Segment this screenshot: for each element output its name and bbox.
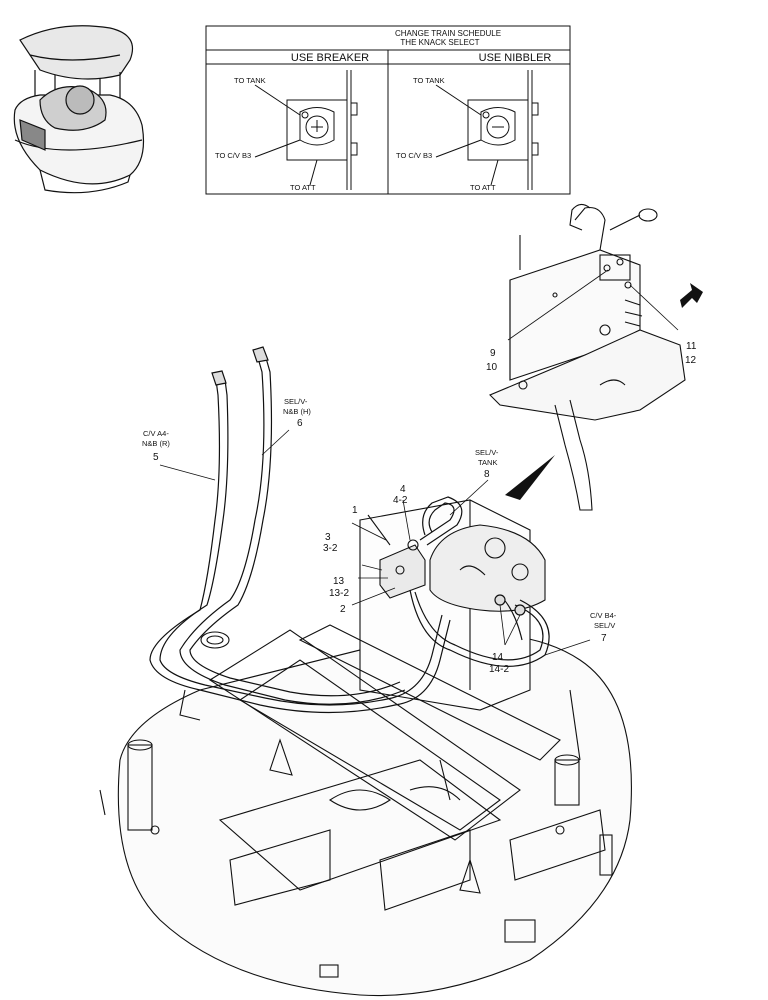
right-to-att: TO ATT: [470, 183, 496, 192]
use-nibbler-header: USE NIBBLER: [479, 52, 552, 64]
callout-5: 5: [153, 452, 159, 463]
hose-7-text1: C/V B4-: [590, 611, 617, 620]
breaker-valve-drawing: [254, 70, 358, 190]
callout-3-2: 3-2: [323, 543, 338, 554]
hose-7-text2: SEL/V: [594, 621, 615, 630]
upper-frame: [99, 499, 632, 997]
pump-assembly: [429, 524, 546, 612]
hoses-7-8: [409, 496, 550, 667]
hose-6-text2: N&B (H): [283, 407, 311, 416]
callout-4-2: 4-2: [393, 495, 408, 506]
left-to-tank: TO TANK: [234, 76, 266, 85]
hose-6-text1: SEL/V-: [284, 397, 308, 406]
callout-8: 8: [484, 469, 490, 480]
schedule-title-line2: THE KNACK SELECT: [400, 38, 479, 47]
detail-pointer-wedge: [505, 455, 555, 500]
valve-detail-inset: [489, 203, 686, 511]
callout-4: 4: [400, 484, 406, 495]
callout-11: 11: [686, 341, 697, 352]
callout-12: 12: [685, 355, 697, 366]
left-to-cv-b3: TO C/V B3: [215, 151, 251, 160]
callout-6: 6: [297, 418, 303, 429]
callout-14: 14: [492, 652, 504, 663]
hose-8-text1: SEL/V-: [475, 448, 499, 457]
use-breaker-header: USE BREAKER: [291, 52, 369, 64]
callout-9: 9: [490, 348, 496, 359]
callout-14-2: 14-2: [489, 664, 509, 675]
callout-1: 1: [352, 505, 358, 516]
callout-13: 13: [333, 576, 345, 587]
callout-2: 2: [340, 604, 346, 615]
left-to-att: TO ATT: [290, 183, 316, 192]
leader-lines: [159, 269, 679, 656]
direction-arrow-right: [680, 283, 703, 308]
right-to-tank: TO TANK: [413, 76, 445, 85]
hoses-5-6: [149, 346, 451, 714]
schedule-box: [205, 25, 571, 195]
callout-7: 7: [601, 633, 607, 644]
hose-5-text1: C/V A4-: [143, 429, 169, 438]
schedule-title-line1: CHANGE TRAIN SCHEDULE: [395, 29, 501, 38]
machine-thumbnail: [13, 25, 145, 194]
selector-valve: [367, 514, 426, 599]
callout-3: 3: [325, 532, 331, 543]
hose-5-text2: N&B (R): [142, 439, 170, 448]
hose-8-text2: TANK: [478, 458, 497, 467]
nibbler-valve-drawing: [435, 70, 539, 190]
callout-13-2: 13-2: [329, 588, 349, 599]
callout-10: 10: [486, 362, 498, 373]
right-to-cv-b3: TO C/V B3: [396, 151, 432, 160]
